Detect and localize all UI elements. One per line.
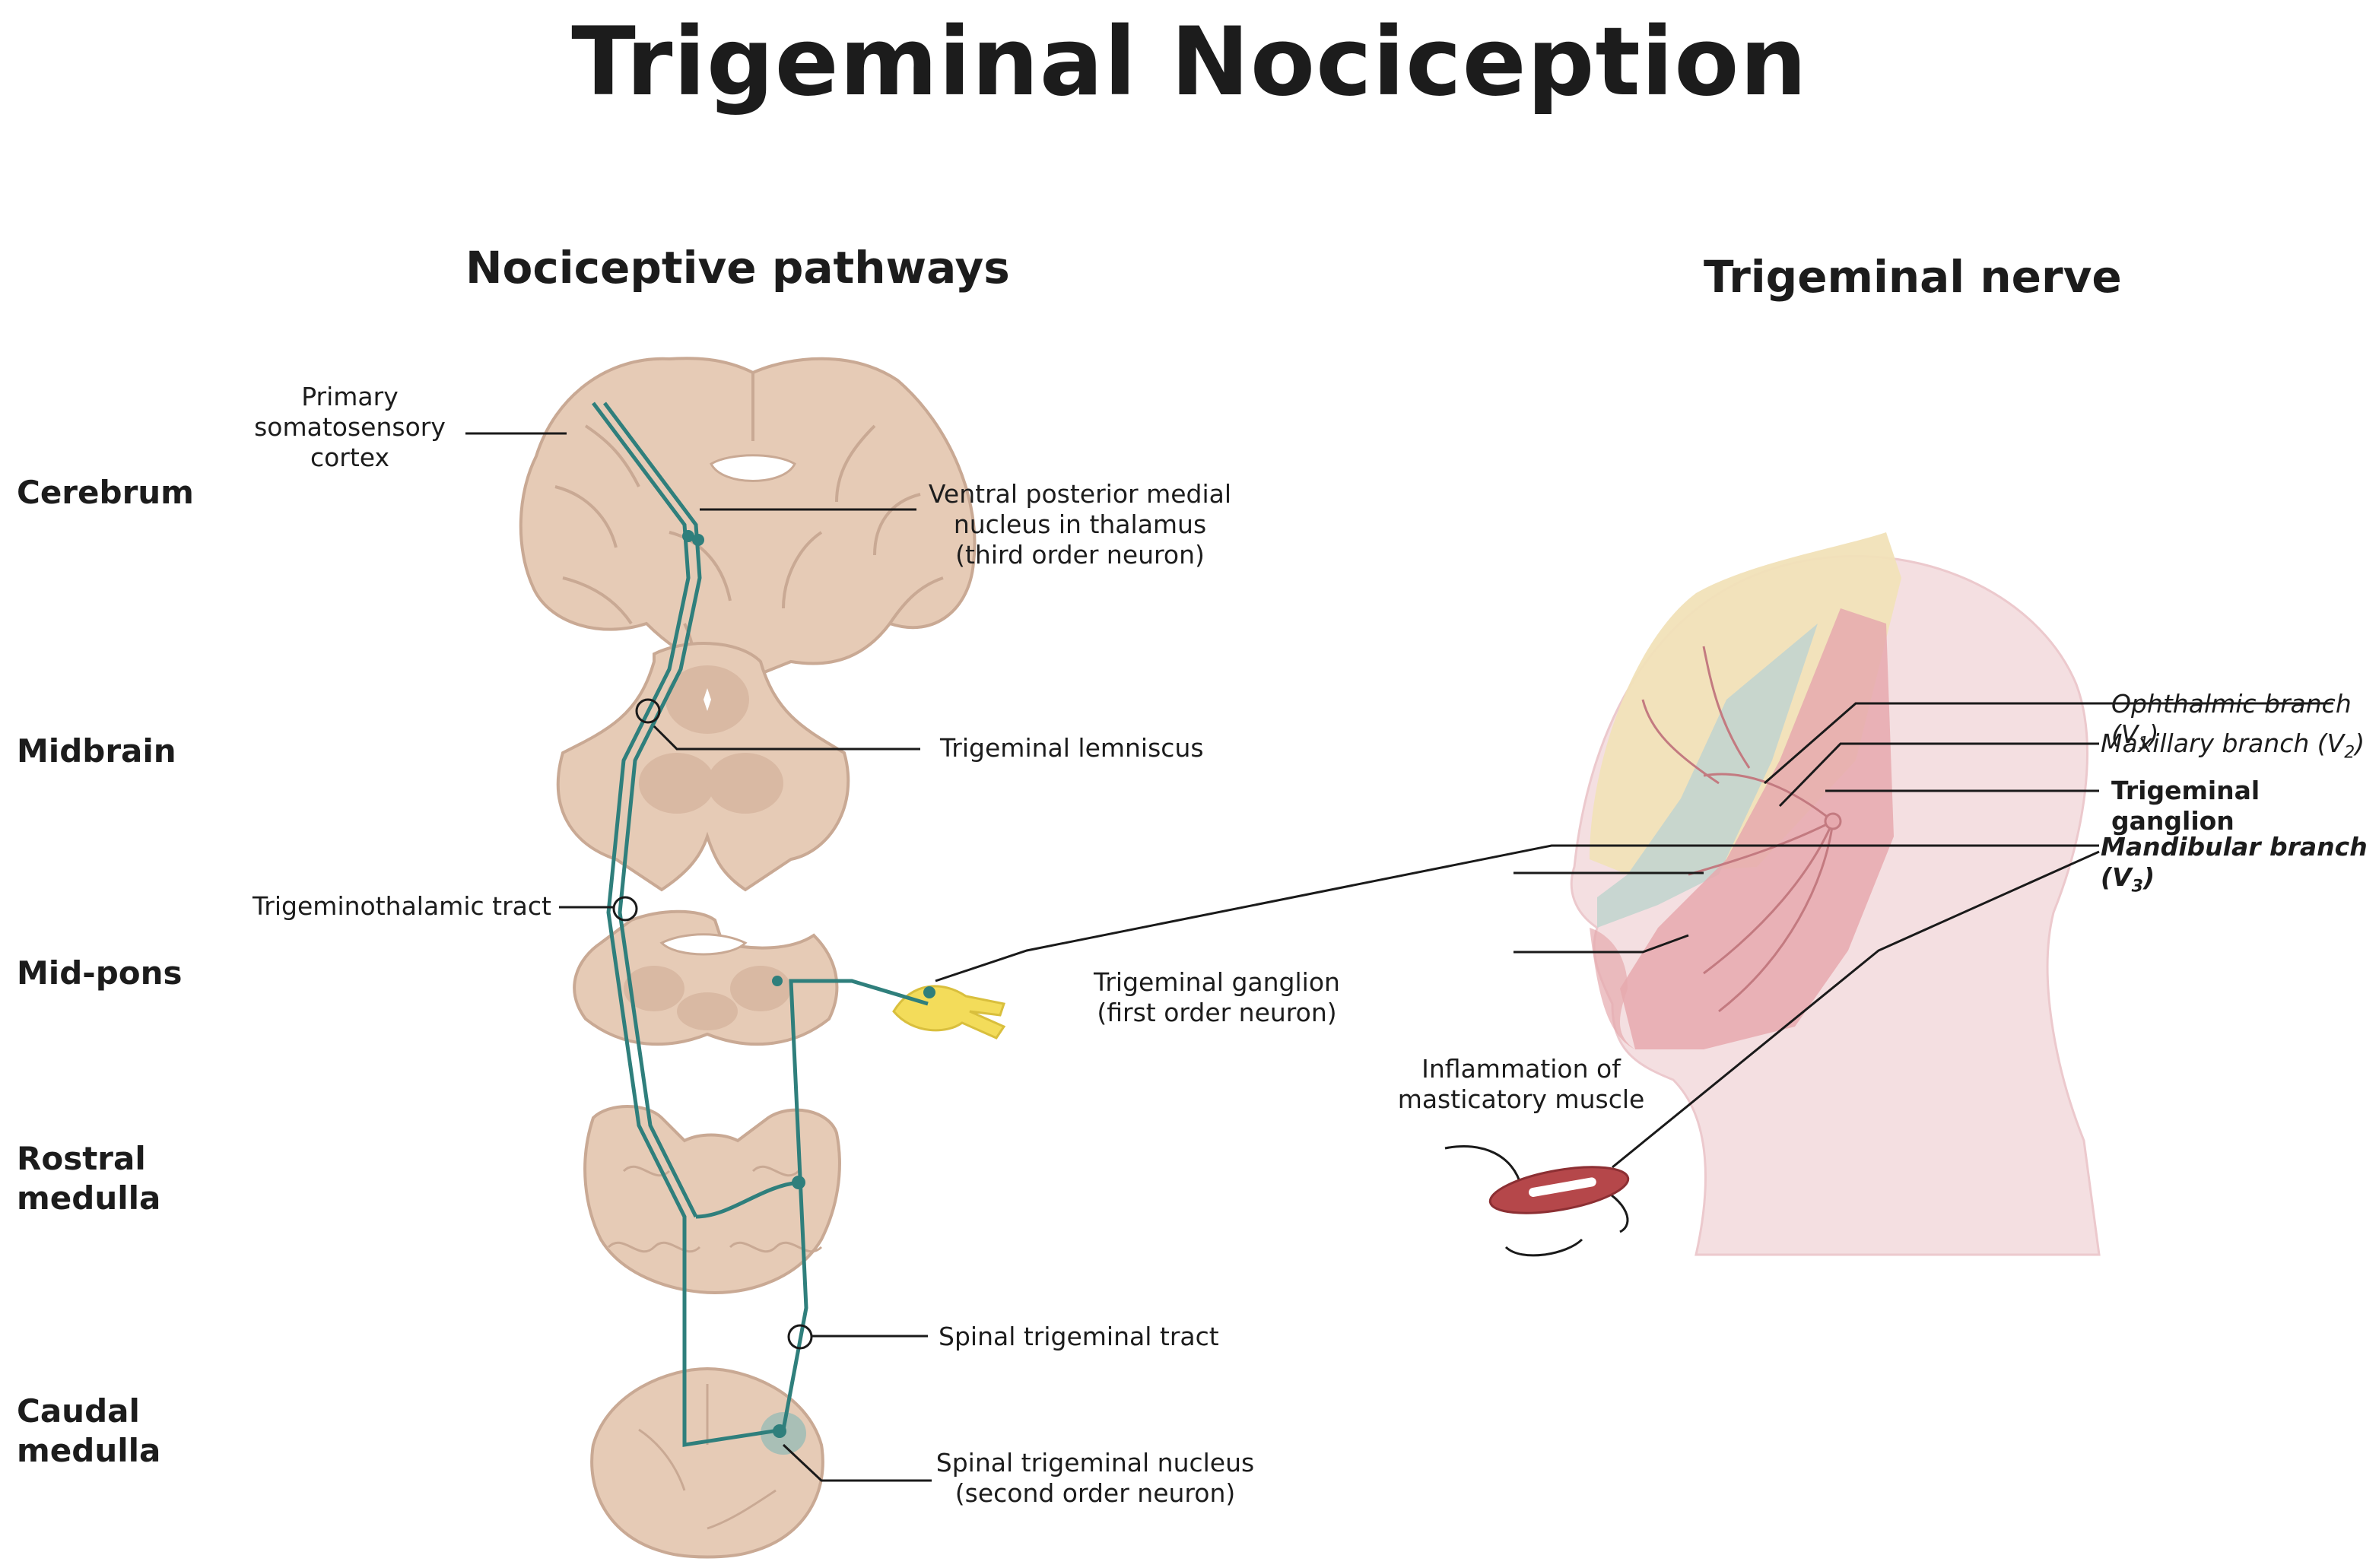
lemniscus-marker — [635, 698, 661, 724]
label-ophthalmic-sub: 1 — [2138, 734, 2149, 754]
right-leader-lines — [1513, 702, 2333, 1169]
label-ganglion-line-1: Trigeminal ganglion — [1094, 967, 1340, 997]
label-cortex-line-1: Primary — [301, 382, 399, 411]
level-caudal-line-1: Caudal — [17, 1392, 140, 1430]
pons-section — [573, 909, 839, 1046]
thalamic-tract-marker — [612, 896, 638, 922]
mandibular-zone — [1620, 608, 1894, 1049]
midbrain-section — [556, 642, 850, 892]
label-inflammation: Inflammation of masticatory muscle — [1369, 1054, 1673, 1115]
trigeminal-ganglion-shape — [892, 985, 1006, 1040]
label-trigeminal-ganglion: Trigeminal ganglion — [2111, 776, 2260, 836]
label-inflammation-line-1: Inflammation of — [1421, 1054, 1621, 1084]
label-maxillary-text: Maxillary branch (V — [2101, 728, 2345, 758]
label-ophthalmic-close: ) — [2149, 719, 2159, 749]
label-vpm-line-2: nucleus in thalamus — [953, 509, 1207, 539]
label-ophthalmic-text: Ophthalmic branch (V — [2111, 689, 2352, 749]
label-mandibular-sub: 3 — [2131, 877, 2143, 897]
label-spinal-tract: Spinal trigeminal tract — [939, 1322, 1219, 1351]
level-caudal-medulla: Caudal medulla — [17, 1392, 160, 1471]
label-cortex-line-2: somatosensory — [254, 412, 446, 442]
level-mid-pons: Mid-pons — [17, 954, 183, 992]
ventricle-shape — [710, 454, 796, 482]
label-inflammation-line-2: masticatory muscle — [1397, 1084, 1645, 1114]
cerebrum-shape — [519, 357, 977, 679]
label-cortex-line-3: cortex — [310, 443, 390, 472]
label-vpm: Ventral posterior medial nucleus in thal… — [897, 479, 1263, 570]
label-ganglion: Trigeminal ganglion (first order neuron) — [1065, 967, 1369, 1028]
level-rostral-line-1: Rostral — [17, 1140, 146, 1177]
level-midbrain: Midbrain — [17, 732, 176, 770]
cerebrum-section — [519, 357, 977, 709]
pathway-neurons — [682, 530, 935, 1438]
label-mandibular-branch: Mandibular branch (V3) — [2101, 832, 2368, 903]
label-maxillary-close: ) — [2355, 728, 2365, 758]
page-title: Trigeminal Nociception — [571, 8, 1808, 117]
face-ganglion-dot — [1824, 812, 1842, 830]
label-ophthalmic-branch: Ophthalmic branch (V1) — [2111, 689, 2379, 760]
label-thalamic-tract: Trigeminothalamic tract — [253, 891, 551, 921]
label-mandibular-line-1: Mandibular branch — [2101, 832, 2368, 862]
label-spinal-nucleus-line-1: Spinal trigeminal nucleus — [935, 1448, 1255, 1478]
head-illustration — [1570, 532, 2101, 1256]
label-ganglion-line-2: (first order neuron) — [1097, 998, 1337, 1027]
cerebrum-gyri — [554, 373, 944, 625]
level-caudal-line-2: medulla — [17, 1432, 161, 1469]
label-lemniscus: Trigeminal lemniscus — [940, 733, 1204, 763]
right-panel-heading: Trigeminal nerve — [1704, 251, 2122, 303]
level-rostral-medulla: Rostral medulla — [17, 1139, 160, 1218]
label-vpm-line-1: Ventral posterior medial — [928, 479, 1232, 509]
level-rostral-line-2: medulla — [17, 1179, 161, 1217]
label-spinal-nucleus: Spinal trigeminal nucleus (second order … — [928, 1448, 1263, 1509]
caudal-medulla-shape — [590, 1366, 824, 1559]
label-mandibular-paren: (V — [2101, 862, 2132, 892]
label-mandibular-line-2: (V3) — [2101, 862, 2368, 903]
rostral-medulla-section — [583, 1105, 841, 1295]
spinal-tract-marker — [787, 1324, 813, 1350]
left-panel-heading: Nociceptive pathways — [465, 242, 1010, 294]
label-maxillary-sub: 2 — [2344, 743, 2355, 763]
masticatory-muscle — [1444, 1144, 1630, 1257]
label-spinal-nucleus-line-2: (second order neuron) — [954, 1478, 1236, 1508]
label-maxillary-branch: Maxillary branch (V2) — [2101, 728, 2365, 769]
label-mandibular-close: ) — [2142, 862, 2155, 892]
level-cerebrum: Cerebrum — [17, 474, 194, 511]
label-vpm-line-3: (third order neuron) — [955, 540, 1205, 570]
label-cortex: Primary somatosensory cortex — [228, 382, 472, 473]
